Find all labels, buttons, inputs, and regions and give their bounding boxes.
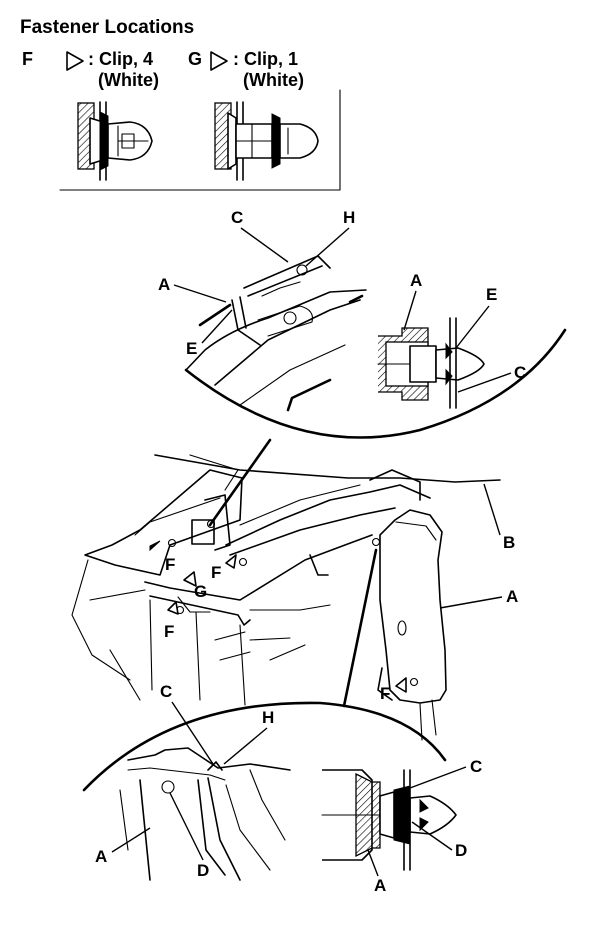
clip-g-illustration	[214, 101, 319, 181]
label-a-clip: A	[374, 876, 386, 895]
label-a-bottom: A	[95, 847, 107, 866]
label-a-top: A	[158, 275, 170, 294]
label-b: B	[503, 533, 515, 552]
legend-box-border	[59, 89, 341, 191]
label-e-right: E	[486, 285, 497, 304]
label-a-main: A	[506, 587, 518, 606]
label-c-right: C	[514, 363, 526, 382]
label-c-bottom: C	[160, 682, 172, 701]
triangle-marker-icon	[210, 51, 228, 71]
label-h-top: H	[343, 208, 355, 227]
top-detail-view	[184, 255, 567, 439]
legend-f-letter: F	[22, 49, 33, 69]
bottom-detail-view	[82, 701, 447, 881]
label-f-1: F	[165, 555, 175, 574]
bottom-clip-illustration	[321, 769, 457, 871]
legend-f-sub: (White)	[98, 70, 159, 90]
clip-f-illustration	[77, 101, 153, 181]
label-h-bottom: H	[262, 708, 274, 727]
label-g: G	[194, 582, 207, 601]
legend-g-letter: G	[188, 49, 202, 69]
label-f-3: F	[164, 622, 174, 641]
legend-f-text: : Clip, 4	[88, 49, 153, 69]
detail-pointer-top	[208, 438, 272, 527]
label-f-4: F	[380, 684, 390, 703]
right-clip-illustration	[377, 317, 485, 409]
label-d-clip: D	[455, 841, 467, 860]
label-e-top: E	[186, 339, 197, 358]
legend-g: G : Clip, 1 (White)	[188, 49, 304, 90]
page-title: Fastener Locations	[20, 17, 194, 38]
label-d-bottom: D	[197, 861, 209, 880]
label-c-top: C	[231, 208, 243, 227]
label-c-clip: C	[470, 757, 482, 776]
detail-pointer-bottom	[342, 548, 378, 708]
triangle-marker-icon	[66, 51, 84, 71]
main-assembly	[71, 454, 501, 741]
legend-f: F : Clip, 4 (White)	[22, 49, 159, 90]
legend-g-text: : Clip, 1	[233, 49, 298, 69]
legend-g-sub: (White)	[243, 70, 304, 90]
label-f-2: F	[211, 563, 221, 582]
label-a-right: A	[410, 271, 422, 290]
